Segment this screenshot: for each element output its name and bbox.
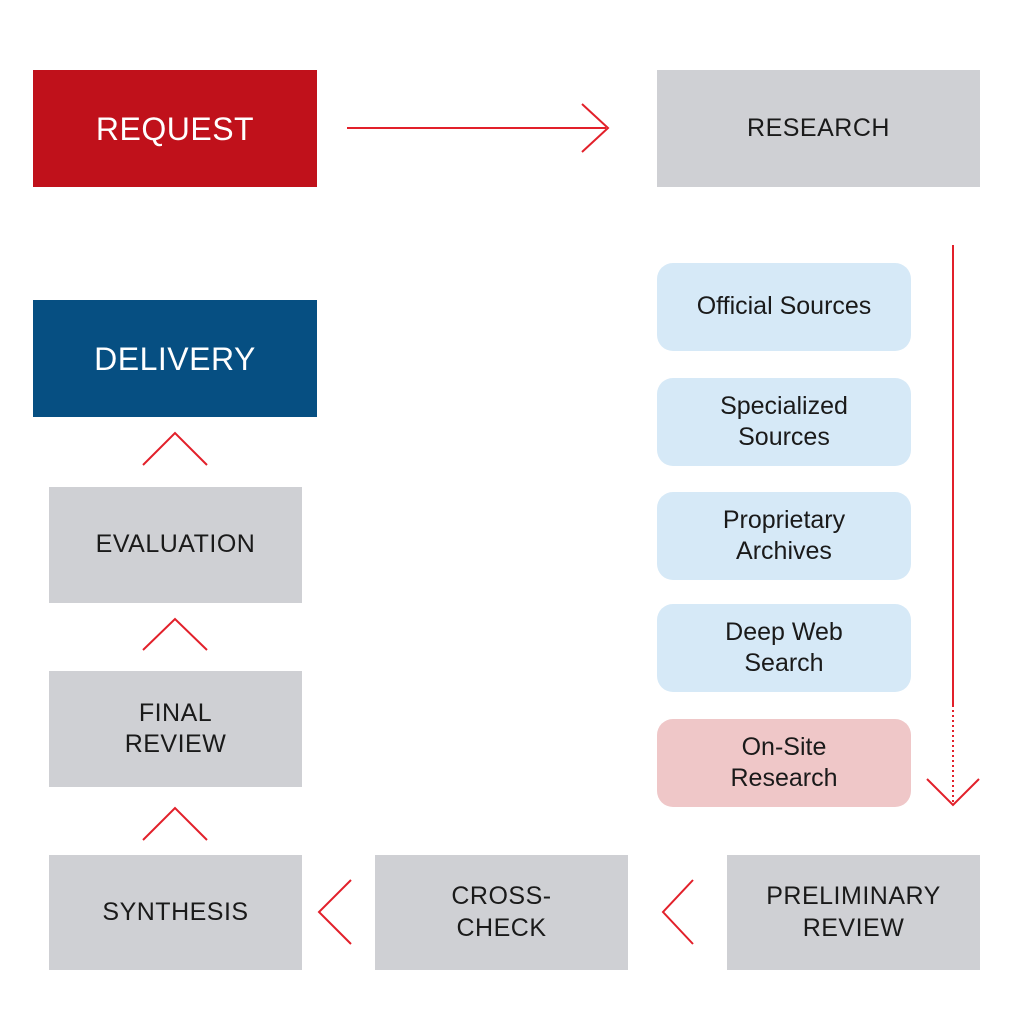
source-deep-web: Deep Web Search [657,604,911,692]
preliminary-review-label: PRELIMINARY REVIEW [766,882,941,942]
synthesis-box: SYNTHESIS [49,855,302,970]
research-box: RESEARCH [657,70,980,187]
request-label: REQUEST [95,110,255,147]
arrowhead-up-icon [142,806,208,841]
arrowhead-left-icon [317,879,352,945]
final-review-label: FINAL REVIEW [124,698,227,758]
delivery-box: DELIVERY [33,300,317,417]
request-box: REQUEST [33,70,317,187]
evaluation-label: EVALUATION [95,530,256,559]
cross-check-box: CROSS- CHECK [375,855,628,970]
preliminary-review-box: PRELIMINARY REVIEW [727,855,980,970]
research-label: RESEARCH [747,113,890,142]
source-label: Proprietary Archives [722,505,846,565]
source-specialized: Specialized Sources [657,378,911,466]
synthesis-label: SYNTHESIS [102,897,249,926]
source-label: Specialized Sources [720,391,848,451]
arrowhead-right-icon [581,103,610,153]
arrowhead-left-icon [661,879,694,945]
arrowhead-up-icon [142,617,208,651]
source-proprietary: Proprietary Archives [657,492,911,580]
final-review-box: FINAL REVIEW [49,671,302,787]
arrowhead-up-icon [142,431,208,466]
source-label: Official Sources [696,292,872,321]
source-official: Official Sources [657,263,911,351]
source-label: On-Site Research [730,732,838,792]
source-on-site: On-Site Research [657,719,911,807]
arrowhead-down-icon [926,778,980,807]
source-label: Deep Web Search [725,617,843,677]
cross-check-label: CROSS- CHECK [451,882,552,942]
evaluation-box: EVALUATION [49,487,302,603]
delivery-label: DELIVERY [94,340,256,377]
